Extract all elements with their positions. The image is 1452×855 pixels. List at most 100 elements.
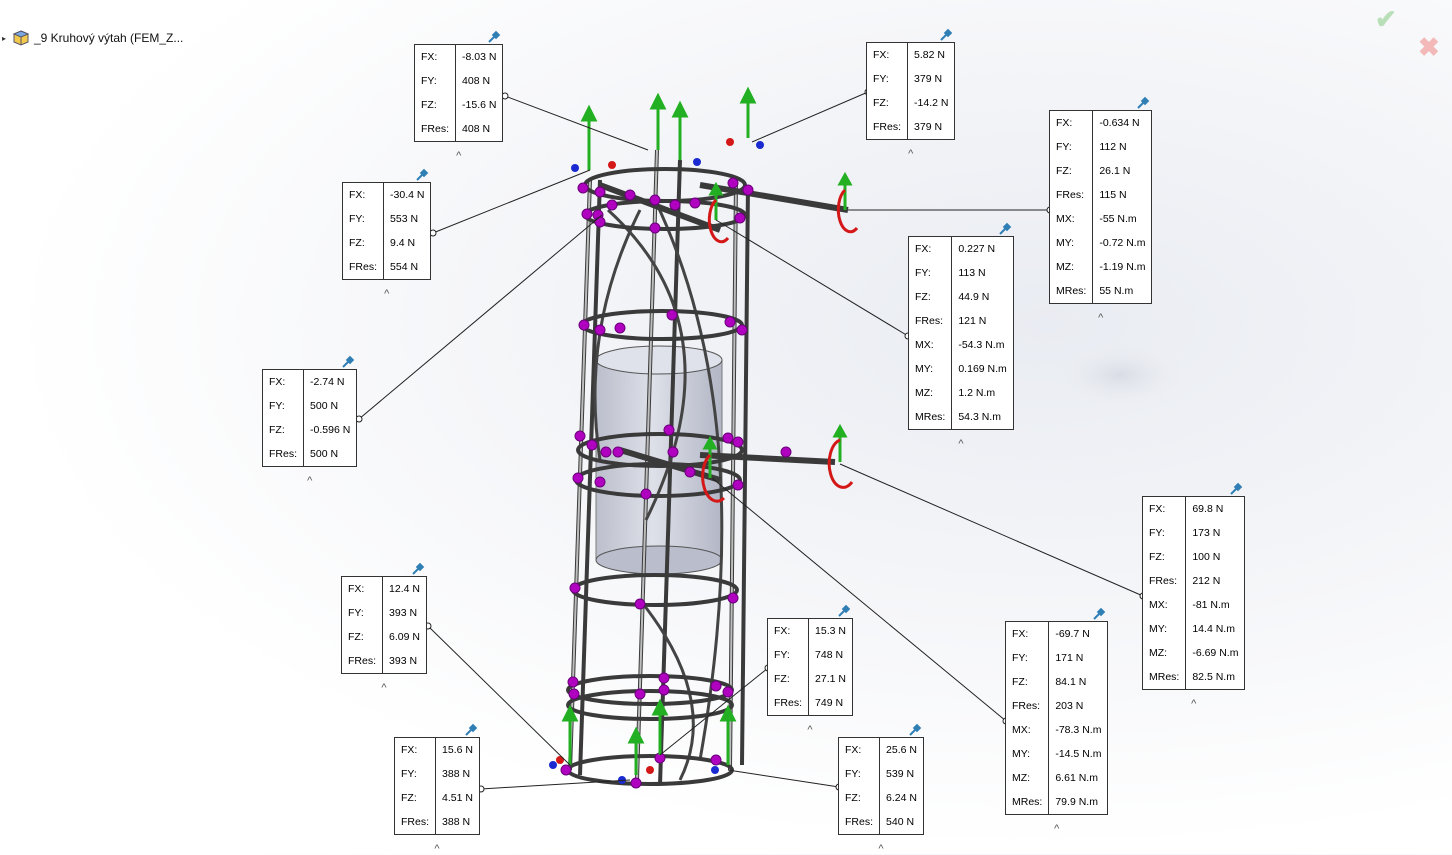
callout-key: FZ: bbox=[394, 786, 437, 810]
callout-key: FZ: bbox=[414, 93, 457, 117]
fixture-marker bbox=[624, 189, 636, 201]
callout-key: FZ: bbox=[262, 418, 305, 442]
callout-value: 84.1 N bbox=[1055, 675, 1087, 688]
callout-value: 408 N bbox=[462, 122, 491, 135]
callout-row: MX:-54.3 N.m bbox=[908, 333, 1014, 357]
fixture-marker bbox=[649, 222, 661, 234]
callout-key: MY: bbox=[1049, 231, 1094, 255]
callout-value: 539 N bbox=[886, 767, 915, 780]
callout-row: FRes:540 N bbox=[838, 810, 924, 835]
fixture-marker bbox=[669, 199, 681, 211]
fixture-marker bbox=[710, 680, 722, 692]
callout-value: 408 N bbox=[462, 74, 491, 87]
checkmark-icon[interactable]: ✔ bbox=[1375, 4, 1397, 34]
collapse-caret-icon[interactable]: ^ bbox=[1054, 823, 1060, 835]
pin-icon[interactable] bbox=[341, 355, 355, 369]
pin-icon[interactable] bbox=[415, 168, 429, 182]
collapse-caret-icon[interactable]: ^ bbox=[878, 843, 884, 855]
callout-row: MY:14.4 N.m bbox=[1142, 617, 1245, 641]
fixture-marker bbox=[742, 184, 754, 196]
callout-row: FX:15.6 N bbox=[394, 737, 480, 762]
pin-icon[interactable] bbox=[908, 723, 922, 737]
callout-row: FX:-69.7 N bbox=[1005, 621, 1108, 646]
fixture-marker bbox=[572, 472, 584, 484]
callout-value: 173 N bbox=[1192, 526, 1221, 539]
callout-row: MZ:-6.69 N.m bbox=[1142, 641, 1245, 665]
feature-tree-item[interactable]: ▸ _9 Kruhový výtah (FEM_Z... bbox=[2, 28, 183, 48]
pin-icon[interactable] bbox=[837, 604, 851, 618]
pin-icon[interactable] bbox=[411, 562, 425, 576]
callout-value: -6.69 N.m bbox=[1192, 646, 1239, 659]
collapse-caret-icon[interactable]: ^ bbox=[1098, 312, 1104, 324]
callout-key: FRes: bbox=[908, 309, 953, 333]
callout-key: FZ: bbox=[866, 91, 909, 115]
pin-icon[interactable] bbox=[487, 30, 501, 44]
pin-icon[interactable] bbox=[1092, 607, 1106, 621]
collapse-caret-icon[interactable]: ^ bbox=[1191, 698, 1197, 710]
callout-key: FY: bbox=[1049, 135, 1094, 159]
pin-icon[interactable] bbox=[1136, 96, 1150, 110]
pin-icon[interactable] bbox=[464, 723, 478, 737]
callout-key: MRes: bbox=[1142, 665, 1187, 690]
callout-value: 27.1 N bbox=[815, 672, 846, 685]
callout-row: MX:-78.3 N.m bbox=[1005, 718, 1108, 742]
collapse-caret-icon[interactable]: ^ bbox=[384, 288, 390, 300]
callout-row: FZ:6.09 N bbox=[341, 625, 427, 649]
callout-key: FX: bbox=[767, 618, 810, 643]
callout-key: FX: bbox=[1142, 496, 1187, 521]
callout-value: 26.1 N bbox=[1099, 164, 1131, 177]
collapse-caret-icon[interactable]: ^ bbox=[381, 682, 387, 694]
callout-key: FX: bbox=[838, 737, 881, 762]
callout-key: MX: bbox=[1005, 718, 1050, 742]
callout-key: FRes: bbox=[1049, 183, 1094, 207]
callout-row: FZ:9.4 N bbox=[342, 231, 431, 255]
collapse-caret-icon[interactable]: ^ bbox=[307, 475, 313, 487]
collapse-caret-icon[interactable]: ^ bbox=[456, 150, 462, 162]
collapse-caret-icon[interactable]: ^ bbox=[807, 724, 813, 736]
callout-key: FX: bbox=[341, 576, 384, 601]
callout-key: FZ: bbox=[838, 786, 881, 810]
callout-key: MY: bbox=[1005, 742, 1050, 766]
fixture-marker bbox=[594, 324, 606, 336]
pin-icon[interactable] bbox=[998, 222, 1012, 236]
callout-row: FY:113 N bbox=[908, 261, 1014, 285]
callout-row: FZ:100 N bbox=[1142, 545, 1245, 569]
callout-value: 379 N bbox=[914, 120, 943, 133]
callout-key: FY: bbox=[767, 643, 810, 667]
callout-row: FX:69.8 N bbox=[1142, 496, 1245, 521]
fixture-marker bbox=[722, 686, 734, 698]
expander-arrow-icon[interactable]: ▸ bbox=[2, 33, 7, 43]
collapse-caret-icon[interactable]: ^ bbox=[434, 843, 440, 855]
fixture-marker bbox=[634, 598, 646, 610]
callout-row: FRes:500 N bbox=[262, 442, 357, 467]
collapse-caret-icon[interactable]: ^ bbox=[908, 148, 914, 160]
collapse-caret-icon[interactable]: ^ bbox=[958, 438, 964, 450]
pin-icon[interactable] bbox=[1229, 482, 1243, 496]
callout-value: 500 N bbox=[310, 447, 339, 460]
fixture-marker bbox=[614, 322, 626, 334]
fixture-marker bbox=[586, 439, 598, 451]
callout-row: FX:-2.74 N bbox=[262, 369, 357, 394]
close-icon[interactable]: ✖ bbox=[1418, 32, 1440, 62]
callout-key: MY: bbox=[908, 357, 953, 381]
fixture-marker bbox=[612, 446, 624, 458]
callout-value: -0.596 N bbox=[310, 423, 351, 436]
fixture-marker bbox=[600, 446, 612, 458]
pin-icon[interactable] bbox=[939, 28, 953, 42]
callout-row: MX:-55 N.m bbox=[1049, 207, 1152, 231]
